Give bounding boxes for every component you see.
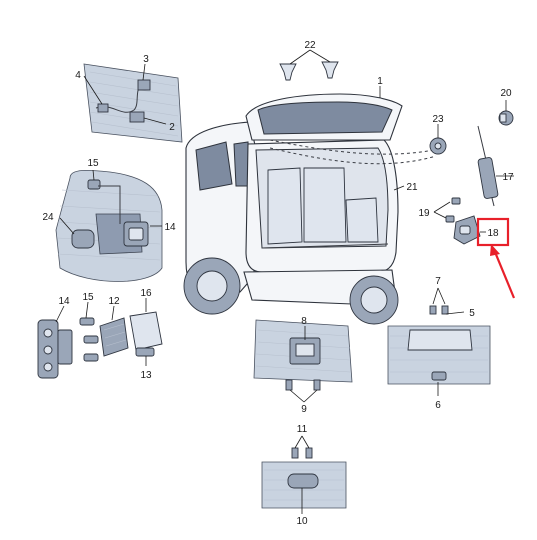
bushing-23: [429, 137, 447, 155]
detail-bottom-panel: [261, 447, 347, 509]
screw-part-9a: [285, 379, 293, 391]
callout-21: 21: [406, 182, 418, 193]
clip-part-6: [431, 371, 447, 381]
clip-part-3: [137, 79, 151, 91]
bumper-part-24: [71, 229, 95, 249]
screw-part-7b: [441, 305, 449, 315]
detail-door-striker: [55, 169, 163, 282]
bracket-part-4: [97, 103, 109, 113]
lock-assembly-18: [453, 215, 481, 245]
screw-part-15a: [79, 317, 95, 326]
callout-1: 1: [377, 76, 383, 87]
callout-18: 18: [487, 228, 499, 239]
gas-strut-17: [477, 125, 499, 207]
loose-striker-parts: [37, 311, 163, 379]
ball-stud-20: [498, 110, 514, 126]
callout-16: 16: [140, 288, 152, 299]
callout-10: 10: [296, 516, 308, 527]
callout-14-lower: 14: [58, 296, 70, 307]
callout-2: 2: [169, 122, 175, 133]
highlight-callout-18: [476, 217, 516, 299]
callout-15-lower: 15: [82, 292, 94, 303]
callout-13: 13: [140, 370, 152, 381]
callout-15-upper: 15: [87, 158, 99, 169]
callout-24: 24: [42, 212, 54, 223]
callout-17: 17: [502, 172, 514, 183]
clips-22: [279, 61, 339, 81]
callout-8: 8: [301, 316, 307, 327]
callout-6: 6: [435, 400, 441, 411]
cover-part-16: [129, 311, 163, 351]
wedge-part-12: [99, 317, 129, 357]
bolt-part-15: [87, 179, 101, 190]
callout-4: 4: [75, 70, 81, 81]
detail-bracket-panel: [387, 305, 491, 385]
callout-7: 7: [435, 276, 441, 287]
callout-5: 5: [469, 308, 475, 319]
detail-cable-bracket: [83, 63, 183, 143]
callout-9: 9: [301, 404, 307, 415]
bracket-part-2: [129, 111, 145, 123]
callout-23: 23: [432, 114, 444, 125]
screw-part-7a: [429, 305, 437, 315]
screw-part-11b: [305, 447, 313, 459]
screw-part-13: [135, 347, 155, 357]
callout-3: 3: [143, 54, 149, 65]
screw-part-9b: [313, 379, 321, 391]
callout-14-upper: 14: [164, 222, 176, 233]
callout-12: 12: [108, 296, 120, 307]
detail-latch-panel: [253, 319, 353, 391]
screw-part-11a: [291, 447, 299, 459]
vehicle-rear: [183, 93, 437, 325]
callout-19: 19: [418, 208, 430, 219]
callout-22: 22: [304, 40, 316, 51]
callout-20: 20: [500, 88, 512, 99]
clip-part-10: [287, 473, 319, 489]
screws-19: [445, 197, 461, 223]
callout-11: 11: [297, 424, 308, 435]
